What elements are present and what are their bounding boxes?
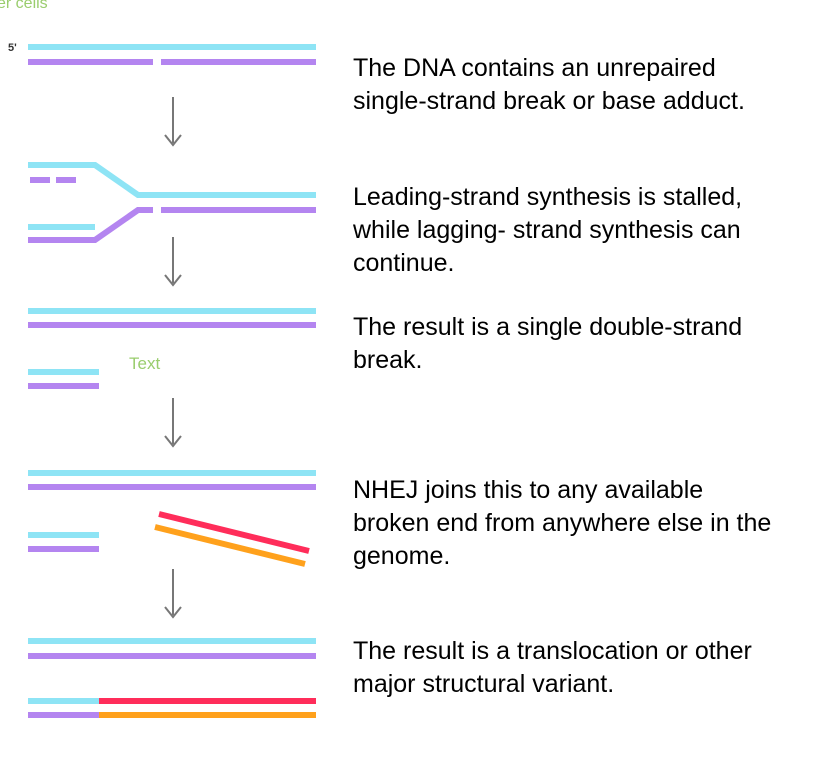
- step2-purple-template-left: [28, 207, 153, 243]
- step3-description: The result is a single double-strand bre…: [353, 313, 743, 374]
- step1-description: The DNA contains an unrepaired single-st…: [353, 54, 745, 115]
- step2-cyan-template: [28, 162, 316, 198]
- step4-orange-broken-end: [154, 524, 306, 567]
- step2-replication-fork: [28, 162, 316, 243]
- step4-description: NHEJ joins this to any available broken …: [353, 476, 772, 570]
- arrow-down-icon: [164, 398, 182, 448]
- step1-dna-duplex: [28, 44, 316, 65]
- arrow-down-icon: [164, 569, 182, 619]
- header-fragment-label: er cells: [0, 0, 48, 12]
- step5-translocation: [28, 638, 316, 718]
- arrow-down-icon: [164, 97, 182, 147]
- placeholder-text-label: Text: [129, 354, 161, 373]
- arrow-down-icon: [164, 237, 182, 287]
- step4-nhej: [28, 470, 316, 567]
- step3-double-strand-break: [28, 308, 316, 389]
- five-prime-label: 5': [8, 42, 17, 54]
- step5-description: The result is a translocation or other m…: [353, 637, 752, 698]
- step2-description: Leading-strand synthesis is stalled, whi…: [353, 183, 743, 277]
- step4-red-broken-end: [158, 511, 310, 554]
